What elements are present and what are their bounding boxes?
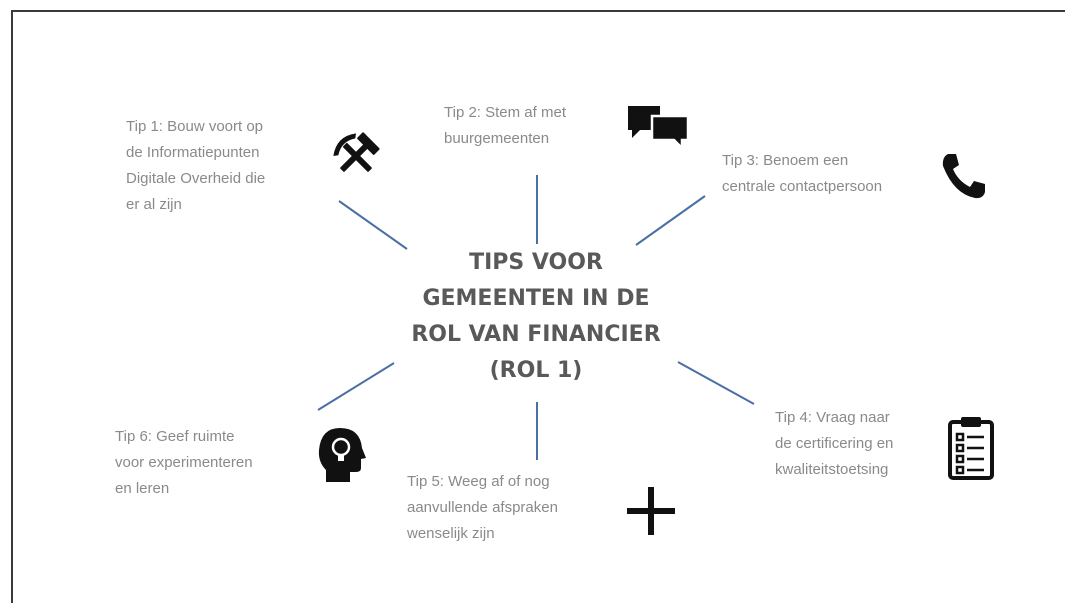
tip-1-text: Tip 1: Bouw voort op de Informatiepunten… bbox=[126, 114, 265, 218]
tip-5-text: Tip 5: Weeg af of nog aanvullende afspra… bbox=[407, 469, 558, 547]
tip-line: voor experimenteren bbox=[115, 454, 253, 471]
tip-line: Digitale Overheid die bbox=[126, 170, 266, 187]
tip-line: Tip 6: Geef ruimte bbox=[115, 428, 235, 445]
tip-4-text: Tip 4: Vraag naar de certificering en kw… bbox=[775, 405, 893, 483]
tip-line: Tip 3: Benoem een bbox=[722, 152, 849, 169]
center-title: TIPS VOOR GEMEENTEN IN DE ROL VAN FINANC… bbox=[386, 245, 686, 389]
tip-line: de Informatiepunten bbox=[126, 144, 260, 161]
tip-line: Tip 2: Stem af met bbox=[444, 104, 566, 121]
hammer-pick-icon bbox=[333, 132, 380, 172]
tip-line: centrale contactpersoon bbox=[722, 178, 883, 195]
plus-icon bbox=[627, 487, 675, 535]
phone-icon bbox=[942, 154, 985, 199]
tip-line: Tip 5: Weeg af of nog bbox=[407, 473, 550, 490]
tip-line: de certificering en bbox=[775, 435, 894, 452]
tip-line: kwaliteitstoetsing bbox=[775, 461, 889, 478]
chat-bubbles-icon bbox=[628, 106, 690, 150]
center-title-line: ROL VAN FINANCIER bbox=[411, 322, 661, 347]
center-title-line: GEMEENTEN IN DE bbox=[422, 286, 650, 311]
center-title-line: TIPS VOOR bbox=[469, 250, 603, 275]
clipboard-checklist-icon bbox=[948, 417, 994, 480]
tip-line: aanvullende afspraken bbox=[407, 499, 558, 516]
tip-line: en leren bbox=[115, 480, 170, 497]
tip-line: Tip 4: Vraag naar bbox=[775, 409, 890, 426]
tip-3-text: Tip 3: Benoem een centrale contactpersoo… bbox=[722, 148, 882, 200]
tip-line: wenselijk zijn bbox=[407, 525, 495, 542]
head-lightbulb-icon bbox=[318, 428, 366, 482]
center-title-line: (ROL 1) bbox=[489, 358, 583, 383]
tip-line: Tip 1: Bouw voort op bbox=[126, 118, 264, 135]
tip-2-text: Tip 2: Stem af met buurgemeenten bbox=[444, 100, 566, 152]
tip-line: er al zijn bbox=[126, 196, 182, 213]
tip-6-text: Tip 6: Geef ruimte voor experimenteren e… bbox=[115, 424, 253, 502]
tip-line: buurgemeenten bbox=[444, 130, 550, 147]
diagram-frame bbox=[11, 10, 1065, 603]
